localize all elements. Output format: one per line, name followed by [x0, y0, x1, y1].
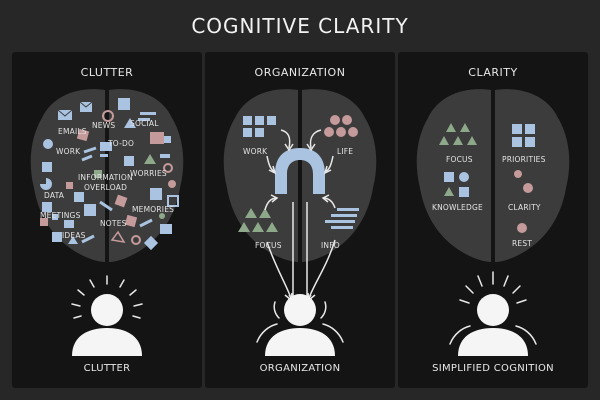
triangle-icon	[144, 154, 156, 164]
knowledge-shapes-icon	[444, 172, 469, 197]
panel-clarity-header: CLARITY	[468, 66, 518, 79]
label-data: DATA	[44, 191, 65, 200]
rest-circle-icon	[517, 223, 527, 233]
label-life: LIFE	[337, 147, 353, 156]
pie-chart-icon	[40, 178, 52, 190]
person-icon	[265, 294, 335, 356]
page-title: COGNITIVE CLARITY	[191, 14, 409, 38]
focus-triangles-icon	[238, 208, 278, 232]
panel-clutter-footer: CLUTTER	[83, 363, 131, 374]
stress-lines-icon	[71, 275, 143, 319]
organization-illustration: WORK LIFE FOCUS INFO	[223, 89, 377, 356]
clutter-icons	[40, 98, 179, 251]
panel-organization-header: ORGANIZATION	[254, 66, 346, 79]
label-clarity: CLARITY	[508, 203, 541, 212]
label-priorities: PRIORITIES	[502, 155, 546, 164]
label-overload: OVERLOAD	[84, 183, 127, 192]
brain-right-hemisphere	[495, 89, 570, 262]
square-icon	[118, 98, 130, 110]
label-knowledge: KNOWLEDGE	[432, 203, 483, 212]
triangle-icon	[124, 118, 136, 128]
label-meetings: MEETINGS	[40, 211, 81, 220]
ring-icon	[102, 110, 114, 122]
label-work: WORK	[56, 147, 81, 156]
life-circles-icon	[324, 115, 358, 137]
label-ideas: IDEAS	[62, 231, 86, 240]
label-information: INFORMATION	[78, 173, 133, 182]
focus-triangles-icon	[439, 123, 477, 145]
brain-left-hemisphere	[223, 89, 298, 262]
label-rest: REST	[512, 239, 532, 248]
info-lines-icon	[325, 208, 359, 229]
label-focus: FOCUS	[255, 241, 282, 250]
panel-organization: ORGANIZATION	[205, 52, 395, 388]
central-arch-icon	[275, 148, 325, 194]
panel-clarity: CLARITY	[398, 52, 588, 388]
clarity-illustration: FOCUS PRIORITIES KNOWLEDGE CLARITY REST	[416, 89, 570, 356]
label-social: SOCIAL	[130, 119, 159, 128]
label-notes: NOTES	[100, 219, 127, 228]
clarity-circles-icon	[514, 170, 533, 193]
arrows-icon	[264, 129, 336, 303]
person-icon	[458, 294, 528, 356]
panel-clutter: CLUTTER	[12, 52, 202, 388]
calm-arcs-icon	[256, 301, 344, 343]
label-worries: WORRIES	[130, 169, 167, 178]
person-icon	[72, 294, 142, 356]
panel-clutter-header: CLUTTER	[80, 66, 134, 79]
label-focus: FOCUS	[446, 155, 473, 164]
label-todo: TO-DO	[107, 139, 134, 148]
label-news: NEWS	[92, 121, 115, 130]
clutter-illustration: EMAILS NEWS SOCIAL TO-DO WORK WORRIES IN…	[30, 89, 184, 356]
label-emails: EMAILS	[58, 127, 87, 136]
label-info: INFO	[321, 241, 340, 250]
triangle-icon	[68, 236, 78, 244]
envelope-icon	[58, 110, 72, 120]
label-work: WORK	[243, 147, 268, 156]
calm-arcs-icon	[449, 325, 537, 345]
priorities-squares-icon	[512, 124, 535, 147]
panel-organization-footer: ORGANIZATION	[259, 363, 341, 374]
work-squares-icon	[243, 116, 276, 137]
label-memories: MEMORIES	[132, 205, 174, 214]
panel-clarity-footer: SIMPLIFIED COGNITION	[432, 363, 554, 374]
radiant-lines-icon	[459, 271, 527, 304]
